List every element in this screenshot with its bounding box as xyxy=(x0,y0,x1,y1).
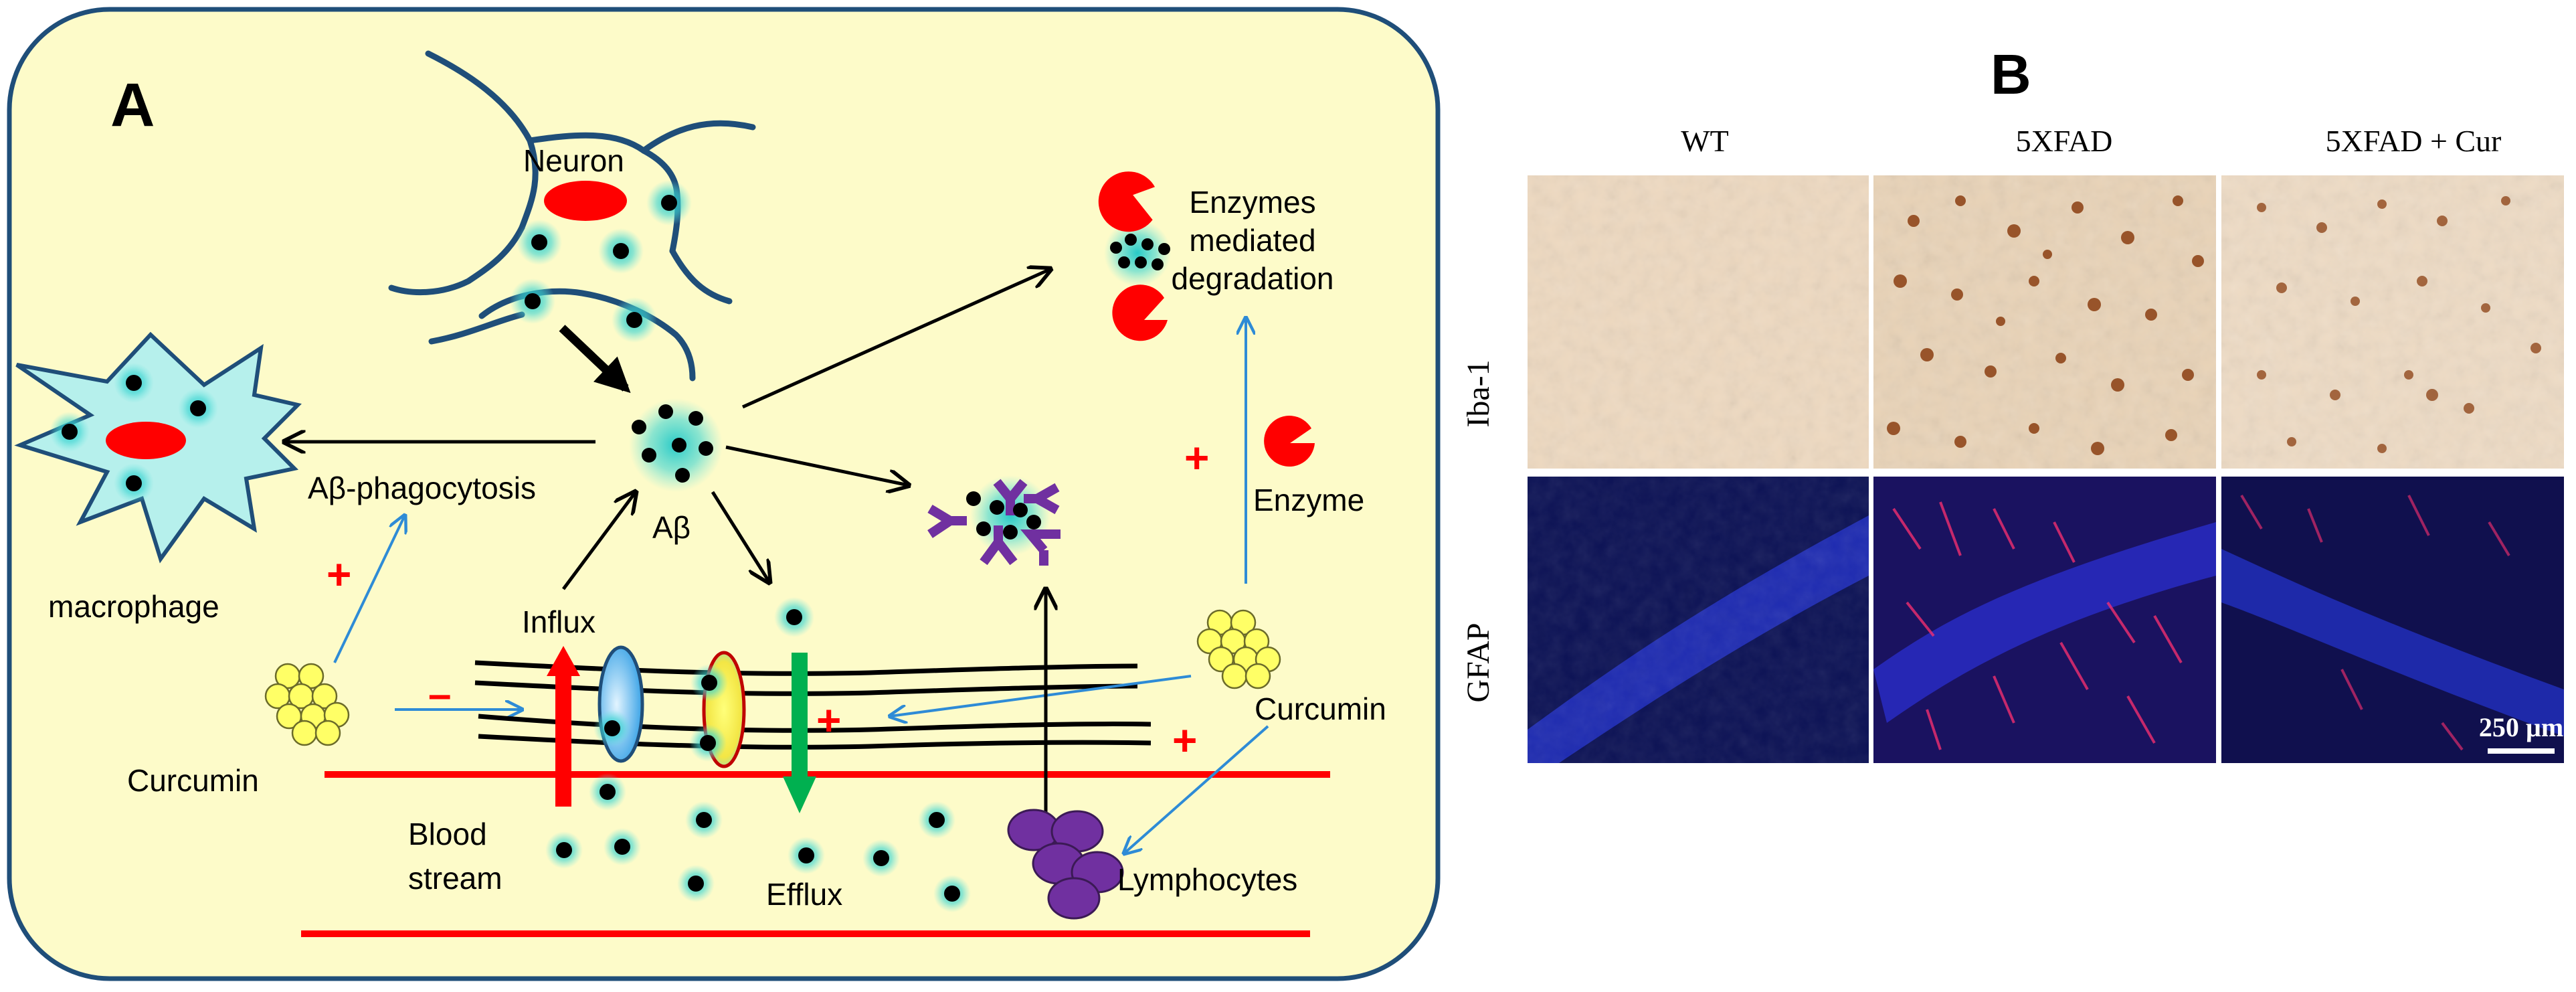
panel-a-letter: A xyxy=(110,71,155,139)
micrograph-gfap-5xfad xyxy=(1873,477,2216,763)
enzyme-pacman-top xyxy=(1098,171,1156,232)
lymphocytes xyxy=(1007,809,1124,920)
lymphocytes-plus-sign: + xyxy=(1172,716,1197,764)
micrograph-iba1-wt xyxy=(1528,175,1869,469)
neuron-nucleus xyxy=(544,181,627,221)
neuron-label: Neuron xyxy=(523,143,624,178)
efflux-label: Efflux xyxy=(766,877,842,912)
macrophage-abeta-dots xyxy=(50,363,218,503)
enzyme-degradation-cluster xyxy=(1098,171,1171,341)
abeta-to-antibody-arrow xyxy=(725,445,909,485)
enzymes-label-3: degradation xyxy=(1172,261,1334,296)
micrograph-gfap-wt xyxy=(1528,477,1869,763)
panel-a: A Neuron xyxy=(7,7,1441,981)
influx-arrow-head xyxy=(547,646,580,676)
enzyme-plus-sign: + xyxy=(1184,434,1209,482)
curcumin-to-efflux-arrow xyxy=(890,675,1192,716)
abeta-to-efflux-arrow xyxy=(711,491,769,582)
neuron-abeta-dots xyxy=(510,180,692,343)
abeta-cluster xyxy=(629,398,723,492)
efflux-arrow-shaft xyxy=(792,653,808,780)
enzymes-label-1: Enzymes xyxy=(1189,185,1315,220)
antibody-complex xyxy=(927,475,1061,566)
blood-stream-label-1: Blood xyxy=(408,817,487,851)
column-label-5xfad-cur: 5XFAD + Cur xyxy=(2326,124,2502,158)
influx-minus-sign: – xyxy=(428,671,451,718)
blood-stream-label-2: stream xyxy=(408,861,502,896)
efflux-arrow-head xyxy=(783,776,816,813)
abeta-label: Aβ xyxy=(652,510,691,545)
micrograph-iba1-5xfad-cur xyxy=(2221,175,2564,469)
row-label-gfap: GFAP xyxy=(1461,623,1496,702)
curcumin-left-label: Curcumin xyxy=(127,763,259,798)
enzyme-pacman-single xyxy=(1264,416,1315,467)
curcumin-right-label: Curcumin xyxy=(1255,691,1386,726)
influx-to-abeta-arrow xyxy=(561,492,636,590)
efflux-plus-sign: + xyxy=(816,696,841,744)
curcumin-to-phagocytosis-arrow xyxy=(333,515,405,663)
panel-b: B WT 5XFAD 5XFAD + Cur Iba-1 GFAP xyxy=(1461,43,2564,763)
curcumin-cluster-right xyxy=(1196,609,1281,689)
row-label-iba1: Iba-1 xyxy=(1461,359,1496,427)
enzyme-label: Enzyme xyxy=(1253,483,1364,517)
column-label-5xfad: 5XFAD xyxy=(2016,124,2113,158)
enzymes-label-2: mediated xyxy=(1189,223,1315,258)
micrograph-iba1-5xfad xyxy=(1873,175,2216,469)
lymphocytes-label: Lymphocytes xyxy=(1117,862,1297,897)
influx-label: Influx xyxy=(522,604,595,639)
phagocytosis-label: Aβ-phagocytosis xyxy=(308,471,536,505)
curcumin-cluster-left xyxy=(264,663,350,746)
panel-b-letter: B xyxy=(1991,43,2031,106)
neuron xyxy=(388,50,756,382)
curcumin-to-lymphocytes-arrow xyxy=(1124,725,1269,853)
enzyme-pacman-bottom xyxy=(1112,284,1168,341)
panel-a-background xyxy=(7,7,1441,981)
influx-arrow-shaft xyxy=(555,673,571,807)
scale-bar-label: 250 µm xyxy=(2479,712,2563,742)
barrier-abeta-dots xyxy=(545,597,971,912)
abeta-to-enzymes-arrow xyxy=(741,269,1050,409)
barrier-membrane xyxy=(474,660,1152,750)
phagocytosis-plus-sign: + xyxy=(327,550,351,598)
micrograph-gfap-5xfad-cur: 250 µm xyxy=(2221,477,2564,763)
neuron-to-abeta-arrow xyxy=(559,325,631,394)
macrophage-nucleus xyxy=(106,422,186,459)
column-label-wt: WT xyxy=(1681,124,1729,158)
macrophage-label: macrophage xyxy=(48,589,219,624)
